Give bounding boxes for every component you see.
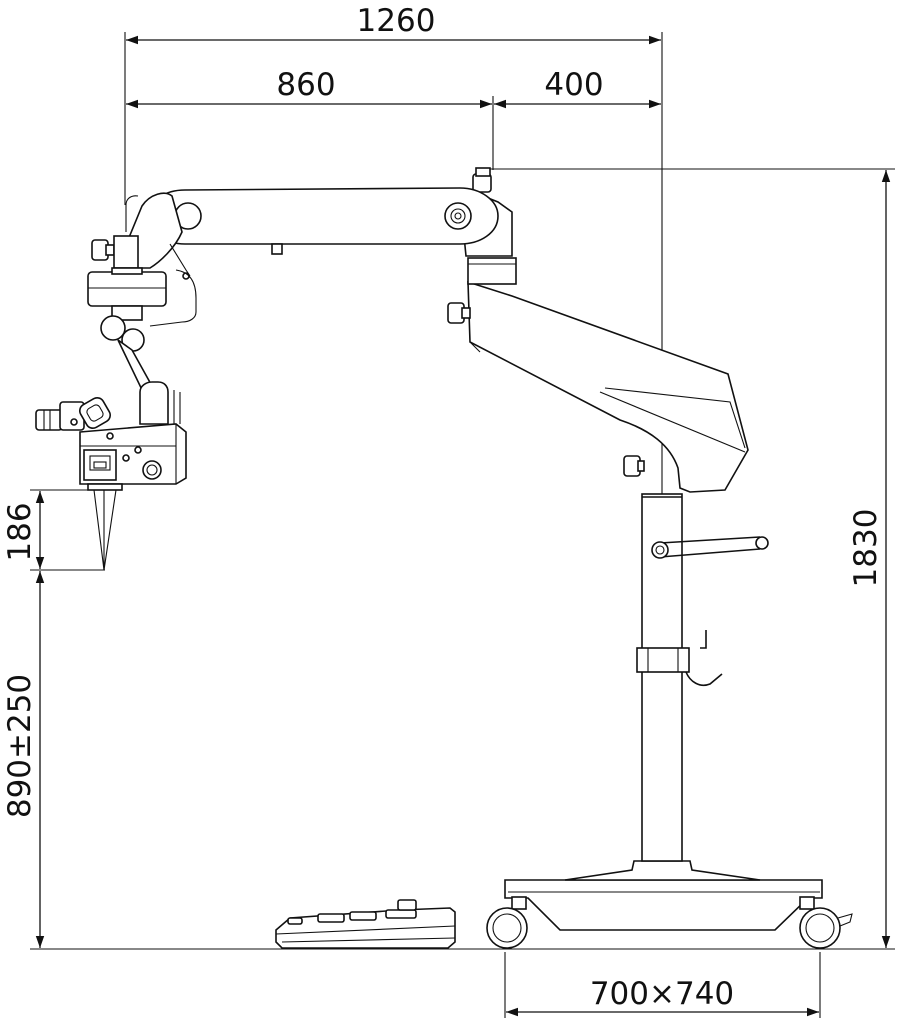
dim-stand-offset-label: 400 <box>544 67 603 103</box>
foot-switch <box>275 899 456 949</box>
dim-arm-reach-label: 860 <box>276 67 335 103</box>
stand-column <box>623 455 769 862</box>
stand-upper-housing <box>447 257 749 493</box>
support-arm <box>149 167 513 257</box>
stand-base <box>486 860 853 949</box>
dim-total-height-label: 1830 <box>848 509 884 588</box>
microscope-head <box>35 397 187 571</box>
dimension-labels: 1260 860 400 186 890±250 1830 700×740 <box>2 3 884 1012</box>
optics-carrier <box>87 192 197 425</box>
dim-total-reach-label: 1260 <box>357 3 436 39</box>
dim-working-distance-label: 186 <box>2 502 38 561</box>
dim-base-footprint-label: 700×740 <box>590 976 734 1012</box>
lower-joint-knob <box>100 315 126 341</box>
dimension-lines <box>30 32 895 1018</box>
dim-floor-to-focus-label: 890±250 <box>2 674 38 818</box>
